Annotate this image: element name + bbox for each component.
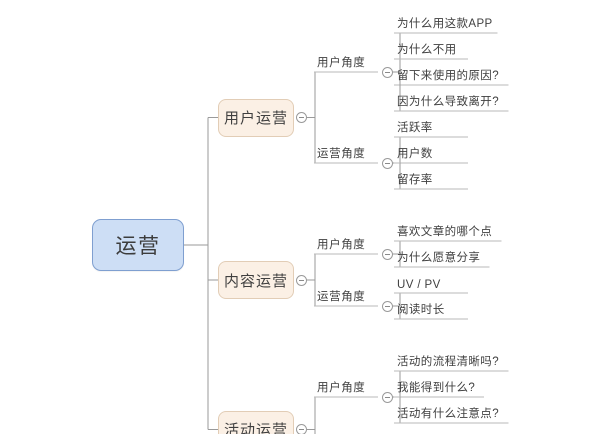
leaf-label[interactable]: 活动的流程清晰吗? — [397, 356, 499, 368]
collapse-minus-icon[interactable] — [295, 424, 307, 434]
leaf-label[interactable]: 为什么不用 — [397, 44, 457, 56]
leaf-label[interactable]: 为什么用这款APP — [397, 18, 493, 30]
branch-node[interactable]: 用户运营 — [218, 98, 294, 137]
branch-node[interactable]: 活动运营 — [218, 410, 294, 434]
collapse-minus-icon[interactable] — [381, 300, 393, 312]
group-label[interactable]: 运营角度 — [317, 291, 366, 303]
collapse-minus-icon[interactable] — [381, 248, 393, 260]
group-label[interactable]: 运营角度 — [317, 148, 366, 160]
leaf-label[interactable]: 用户数 — [397, 148, 433, 160]
collapse-minus-icon[interactable] — [295, 274, 307, 286]
leaf-label[interactable]: 留下来使用的原因? — [397, 70, 499, 82]
root-node[interactable]: 运营 — [92, 219, 184, 271]
group-label[interactable]: 用户角度 — [317, 57, 366, 69]
leaf-label[interactable]: 活动有什么注意点? — [397, 408, 499, 420]
collapse-minus-icon[interactable] — [381, 66, 393, 78]
leaf-label[interactable]: 阅读时长 — [397, 304, 445, 316]
group-label[interactable]: 用户角度 — [317, 239, 366, 251]
branch-node[interactable]: 内容运营 — [218, 261, 294, 299]
leaf-label[interactable]: 留存率 — [397, 174, 433, 186]
collapse-minus-icon[interactable] — [381, 157, 393, 169]
leaf-label[interactable]: 为什么愿意分享 — [397, 252, 481, 264]
leaf-label[interactable]: 喜欢文章的哪个点 — [397, 226, 493, 238]
leaf-label[interactable]: 因为什么导致离开? — [397, 96, 499, 108]
leaf-label[interactable]: ROI — [394, 429, 468, 434]
collapse-minus-icon[interactable] — [295, 112, 307, 123]
leaf-label[interactable]: 我能得到什么? — [397, 382, 476, 394]
leaf-label[interactable]: UV / PV — [397, 279, 441, 291]
group-label[interactable]: 用户角度 — [317, 382, 366, 394]
collapse-minus-icon[interactable] — [381, 391, 393, 403]
leaf-label[interactable]: 活跃率 — [397, 122, 433, 134]
